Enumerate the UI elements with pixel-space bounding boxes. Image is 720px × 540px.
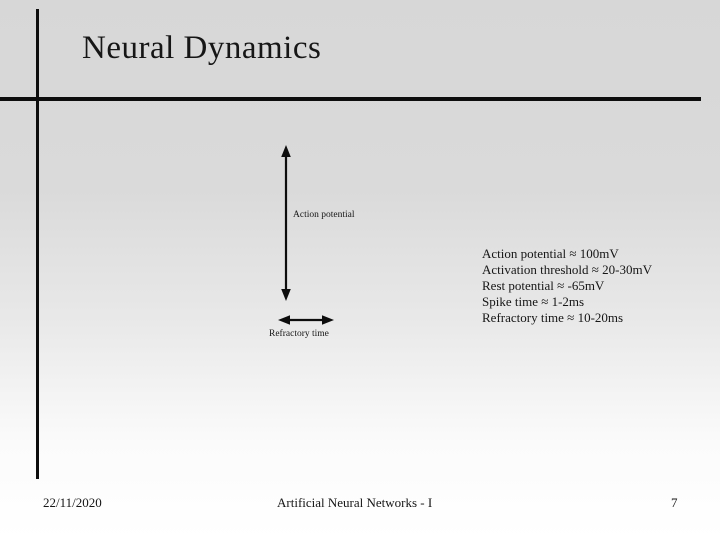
title-underline-rule — [0, 97, 701, 101]
fact-rest-potential: Rest potential ≈ -65mV — [482, 278, 605, 293]
footer-date: 22/11/2020 — [43, 495, 102, 510]
fact-action-potential: Action potential ≈ 100mV — [482, 246, 619, 261]
left-vertical-rule — [36, 9, 39, 479]
refractory-time-double-arrow-icon — [278, 315, 334, 325]
footer-page-number: 7 — [671, 495, 678, 510]
action-potential-label: Action potential — [293, 210, 355, 220]
refractory-time-label: Refractory time — [269, 329, 329, 339]
action-potential-double-arrow-icon — [281, 145, 291, 301]
fact-activation-threshold: Activation threshold ≈ 20-30mV — [482, 262, 652, 277]
footer-course-title: Artificial Neural Networks - I — [277, 495, 433, 510]
slide-title: Neural Dynamics — [82, 30, 322, 66]
fact-refractory-time: Refractory time ≈ 10-20ms — [482, 310, 624, 325]
neural-facts-list: Action potential ≈ 100mV Activation thre… — [482, 246, 652, 326]
fact-spike-time: Spike time ≈ 1-2ms — [482, 294, 585, 309]
